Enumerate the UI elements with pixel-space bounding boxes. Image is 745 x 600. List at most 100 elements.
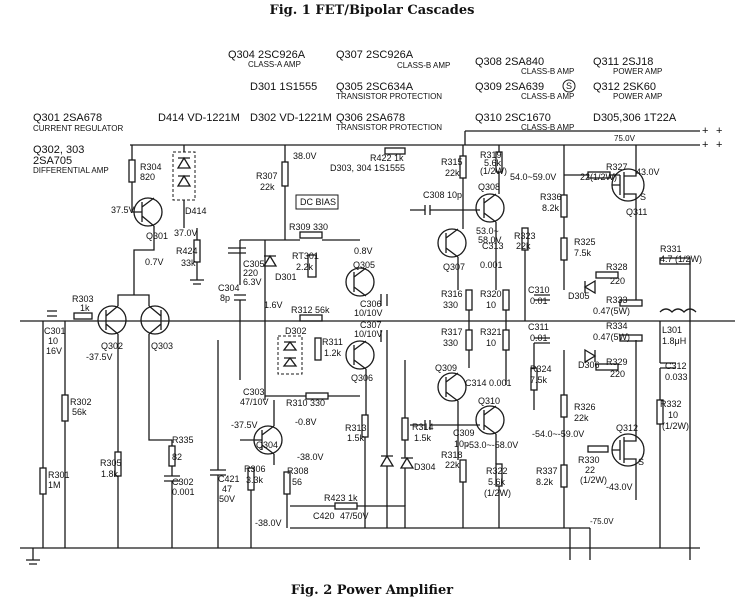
c314-label: C314 0.001 (465, 378, 512, 388)
r318-label: R318 (441, 450, 463, 460)
r329-value: 220 (610, 369, 625, 379)
pos-terminal-b: + (716, 125, 722, 137)
d306-diode (584, 348, 597, 364)
r304-value: 820 (140, 172, 155, 182)
c301-value: 10 (48, 336, 58, 346)
r315-value: 22k (445, 168, 460, 178)
c309-value: 10p (454, 439, 469, 449)
q302-label: Q302 (101, 341, 123, 351)
r311-resistor (314, 337, 322, 361)
legend-q305-role: TRANSISTOR PROTECTION (336, 92, 442, 101)
r308-value: 56 (292, 477, 302, 487)
r422-label: R422 1k (370, 153, 404, 163)
rt301-value: 2.2k (296, 262, 314, 272)
legend-d305: D305,306 1T22A (593, 112, 677, 124)
input-stage: C301 10 16V R302 56k R301 1M R303 1k Q30… (39, 145, 207, 548)
c304-label: C304 (218, 283, 240, 293)
r336-value: 8.2k (542, 203, 560, 213)
d305-label: D305 (568, 291, 590, 301)
r315-label: R315 (441, 157, 463, 167)
d304-label: D304 (414, 462, 436, 472)
r319-value: 5.6k (484, 158, 502, 168)
q307-voltage-a: 53.0~ (476, 226, 499, 236)
r330-resistor (587, 445, 609, 453)
q308-label: Q308 (478, 182, 500, 192)
c301-label: C301 (44, 326, 66, 336)
r319-rating: (1/2W) (480, 166, 507, 176)
pos-terminal-c: + (702, 139, 708, 151)
r332-rating: (1/2W) (662, 421, 689, 431)
r325-label: R325 (574, 237, 596, 247)
q301-voltage: 37.5V (111, 205, 135, 215)
q302-voltage: -37.5V (86, 352, 113, 362)
c305-voltage: 6.3V (243, 277, 262, 287)
c301-voltage: 16V (46, 346, 62, 356)
r313-value: 1.5k (347, 433, 365, 443)
legend-q311-role: POWER AMP (613, 67, 662, 76)
q305-transistor (345, 267, 375, 297)
r325-value: 7.5k (574, 248, 592, 258)
r317-value: 330 (443, 338, 458, 348)
legend-q302-role: DIFFERENTIAL AMP (33, 166, 109, 175)
q309-transistor (437, 372, 467, 402)
d302-package (277, 335, 303, 375)
q312-label: Q312 (616, 423, 638, 433)
r336-label: R336 (540, 192, 562, 202)
neg-rail-voltage: -75.0V (590, 517, 614, 526)
legend-q304: Q304 2SC926A (228, 49, 306, 61)
output-stage: R336 8.2k R325 7.5k R326 22k R337 8.2k -… (532, 145, 702, 548)
r324-value: 7.5k (530, 375, 548, 385)
r318-resistor (459, 459, 467, 483)
q306-label: Q306 (351, 373, 373, 383)
q304-emitter-voltage: -38.0V (297, 452, 324, 462)
c307-value: 10/10V (354, 329, 383, 339)
r423-label: R423 1k (324, 493, 358, 503)
r312-resistor (299, 314, 323, 322)
d414-label: D414 (185, 206, 207, 216)
c311-symbol (534, 337, 550, 344)
r304-label: R304 (140, 162, 162, 172)
r302-value: 56k (72, 407, 87, 417)
q310-label: Q310 (478, 396, 500, 406)
q311-label: Q311 (626, 207, 647, 217)
r424-label: R424 (176, 246, 198, 256)
r327-value: 22(1/2W) (580, 172, 617, 182)
bias-voltage: 1.6V (264, 300, 283, 310)
c306-label: C306 (360, 299, 382, 309)
q301-label: Q301 (146, 231, 168, 241)
c420-label: C420 (313, 511, 335, 521)
l301-value: 1.8μH (662, 336, 686, 346)
c302-label: C302 (172, 477, 194, 487)
q305-voltage: 0.8V (354, 246, 373, 256)
c312-value: 0.033 (665, 372, 688, 382)
q312-drain-voltage: -43.0V (606, 482, 633, 492)
c313-label: C313 (482, 241, 504, 251)
r303-value: 1k (80, 303, 90, 313)
r304-resistor (128, 159, 136, 183)
q312-gate-voltage: -54.0~-59.0V (532, 429, 584, 439)
r301-label: R301 (48, 470, 70, 480)
r314-resistor (401, 417, 409, 441)
r302-label: R302 (70, 397, 92, 407)
r336-resistor (560, 194, 568, 218)
c307-label: C307 (360, 320, 382, 330)
c305-label: C305 (243, 259, 265, 269)
r307-resistor (281, 161, 289, 187)
q302-transistor (97, 305, 127, 335)
rails: 75.0V + + + + -75.0V (20, 125, 735, 565)
r314-label: R314 (412, 422, 434, 432)
legend-q306: Q306 2SA678 (336, 112, 405, 124)
c301-symbol (47, 310, 57, 317)
r321-value: 10 (486, 338, 496, 348)
c310-symbol (534, 294, 550, 301)
r321-label: R321 (480, 327, 502, 337)
legend-q312: Q312 2SK60 (593, 81, 656, 93)
legend-q302-part: 2SA705 (33, 155, 72, 167)
q306-transistor (345, 340, 375, 370)
r334-resistor (619, 334, 643, 342)
r309-label: R309 330 (289, 222, 328, 232)
r320-label: R320 (480, 289, 502, 299)
c421-label: C421 (218, 474, 240, 484)
r307-label: R307 (256, 171, 278, 181)
r333-resistor (619, 299, 643, 307)
